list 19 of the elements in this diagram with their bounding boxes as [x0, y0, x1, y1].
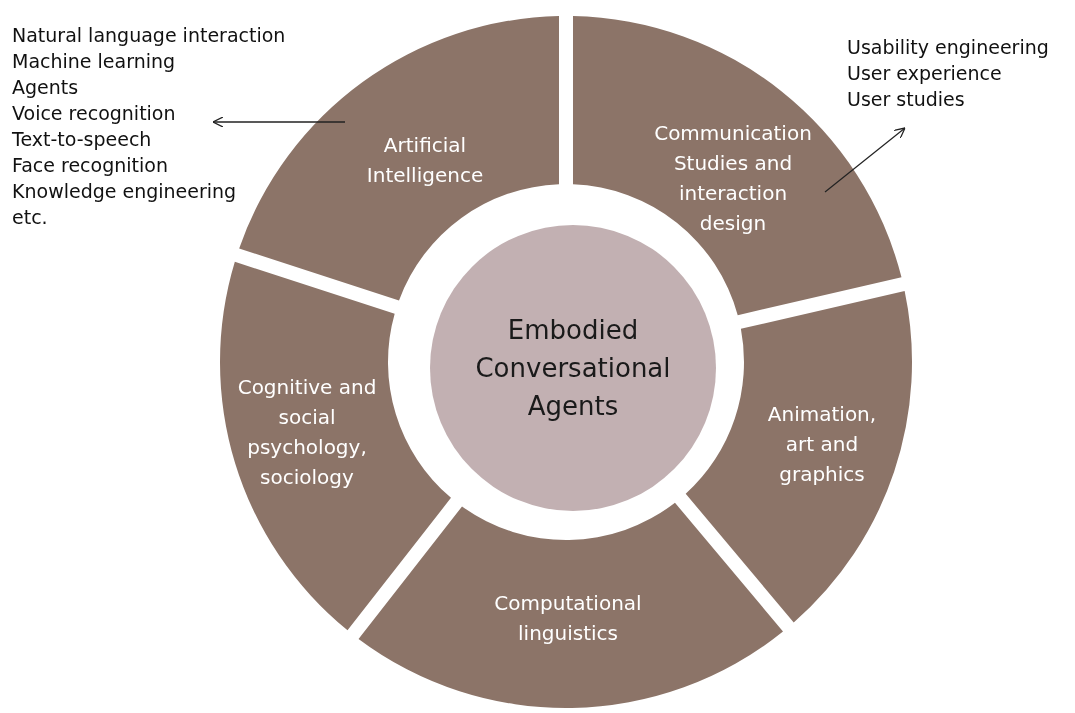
- arrow: [824, 127, 906, 193]
- topic-text: Voice recognition: [12, 101, 177, 126]
- topic-text: Text-to-speech: [12, 127, 153, 152]
- topic-text: Agents: [12, 75, 80, 100]
- topic-text: Usability engineering: [847, 35, 1049, 60]
- topic-text: Knowledge engineering: [12, 179, 238, 204]
- segment-label: Cognitive and social psychology, sociology: [236, 374, 378, 491]
- segment-label: Animation, art and graphics: [766, 401, 878, 488]
- segment-label: Communication Studies and interaction design: [653, 120, 813, 237]
- topic-text: Face recognition: [12, 153, 169, 178]
- arrow: [212, 116, 346, 128]
- topic-text: etc.: [12, 205, 49, 230]
- topic-text: User experience: [847, 61, 1003, 86]
- topic-text: Machine learning: [12, 49, 177, 74]
- center-label: Embodied Conversational Agents: [474, 314, 672, 423]
- topic-text: User studies: [847, 87, 966, 112]
- topic-text: Natural language interaction: [12, 23, 286, 48]
- segment-label: Artificial Intelligence: [365, 132, 485, 189]
- segment-label: Computational linguistics: [493, 590, 643, 647]
